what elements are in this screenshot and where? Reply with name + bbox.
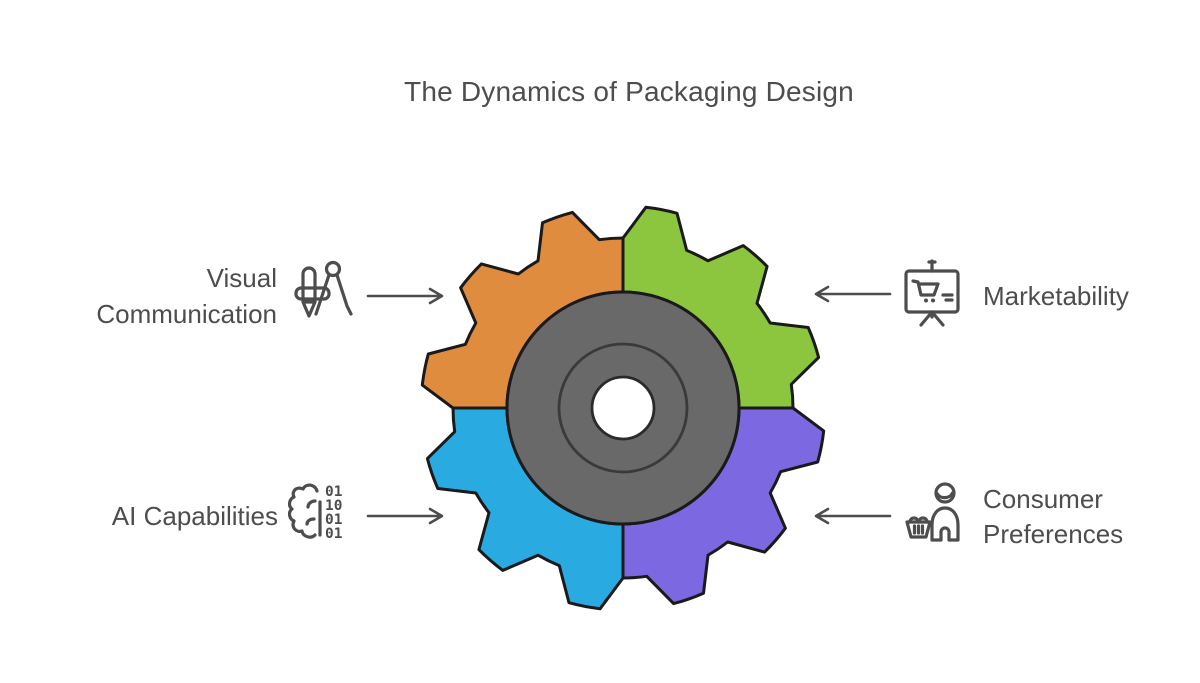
label-consumer-preferences: Consumer Preferences [983, 482, 1200, 552]
arrow-right-icon [366, 507, 444, 525]
gear-quadrants [420, 205, 826, 611]
gear-inner-ring [557, 342, 689, 474]
arrow-right-icon [366, 287, 444, 305]
page-title: The Dynamics of Packaging Design [404, 76, 854, 107]
label-marketability: Marketability [983, 280, 1200, 312]
label-line: Visual [206, 263, 277, 293]
label-line: Consumer [983, 484, 1103, 514]
brain-binary-icon: 01 10 01 01 [288, 483, 343, 542]
binary-digits: 01 [325, 484, 343, 500]
label-line: Preferences [983, 519, 1124, 549]
arrow-left-icon [814, 285, 892, 303]
drafting-compass-icon [294, 260, 353, 318]
binary-digits: 10 [325, 498, 342, 514]
label-line: Marketability [983, 281, 1129, 311]
binary-digits: 01 [325, 512, 343, 528]
market-board-cart-icon [904, 259, 960, 327]
label-line: AI Capabilities [111, 501, 278, 531]
gear-center-hole [590, 375, 656, 441]
label-line: Communication [96, 299, 277, 329]
binary-digits: 01 [325, 526, 343, 542]
label-visual-communication: Visual Communication [0, 260, 277, 332]
label-ai-capabilities: AI Capabilities [0, 500, 278, 532]
arrow-left-icon [814, 507, 892, 525]
shopper-basket-icon [905, 482, 960, 542]
